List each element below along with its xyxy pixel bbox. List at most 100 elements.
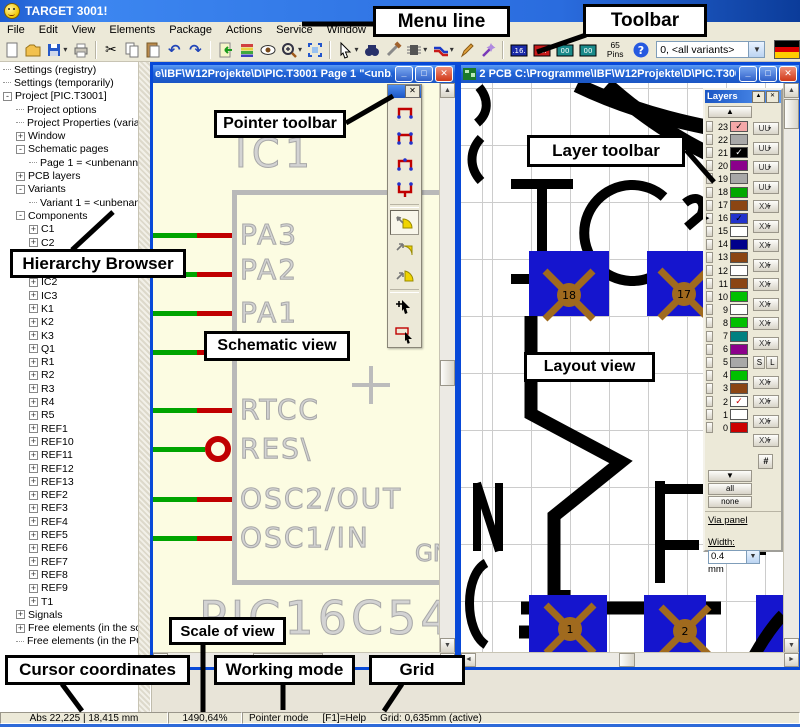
layer-handle[interactable]: [706, 343, 713, 355]
pcb-pad-2[interactable]: 2: [658, 604, 712, 653]
pcb-pad-1[interactable]: 1: [543, 602, 597, 653]
tree-expand-icon[interactable]: +: [29, 356, 38, 367]
pin-wire-select-3-button[interactable]: [390, 151, 419, 176]
tree-item[interactable]: +Window: [0, 129, 140, 142]
tree-item[interactable]: +REF11: [0, 449, 140, 462]
pcb-window-titlebar[interactable]: 2 PCB C:\Programme\IBF\W12Projekte\D\PIC…: [461, 65, 799, 83]
tree-expand-icon[interactable]: +: [29, 502, 38, 513]
layer-color-swatch[interactable]: [730, 304, 748, 316]
layer-row-13[interactable]: 13: [706, 251, 752, 264]
tree-item[interactable]: +REF7: [0, 555, 140, 568]
tree-item[interactable]: +R4: [0, 395, 140, 408]
layer-color-swatch[interactable]: ✓: [730, 147, 748, 159]
pcb-horizontal-scrollbar[interactable]: ◄ ►: [461, 652, 799, 667]
tree-item[interactable]: +IC3: [0, 289, 140, 302]
tree-collapse-icon[interactable]: -: [3, 91, 12, 101]
rotate-arc-3-button[interactable]: [390, 262, 419, 287]
tree-expand-icon[interactable]: +: [29, 369, 38, 380]
layers-close-icon[interactable]: ✕: [766, 90, 779, 103]
tree-item[interactable]: +REF9: [0, 582, 140, 595]
layer-visibility-xx-button[interactable]: XX▾: [752, 200, 779, 213]
layer-visibility-xx-button[interactable]: XX▾: [752, 258, 779, 272]
layer-handle[interactable]: [706, 173, 713, 185]
tree-item[interactable]: +R2: [0, 369, 140, 382]
layer-handle[interactable]: [706, 396, 713, 408]
find-binoculars-button[interactable]: [362, 39, 382, 61]
layer-row-23[interactable]: 23✓: [706, 120, 752, 133]
save-dropdown-arrow[interactable]: ▾: [63, 45, 68, 54]
tree-expand-icon[interactable]: +: [29, 476, 38, 487]
layer-s-button[interactable]: S: [753, 356, 766, 369]
tree-collapse-icon[interactable]: -: [16, 184, 25, 194]
layer-visibility-xx-button[interactable]: XX▾: [752, 317, 779, 330]
layer-color-swatch[interactable]: [730, 186, 748, 198]
scroll-up-icon[interactable]: ▲: [784, 83, 799, 98]
layer-handle[interactable]: [706, 317, 713, 329]
layer-visibility-uu-button[interactable]: UU▾: [752, 180, 779, 194]
layer-color-swatch[interactable]: [730, 382, 748, 394]
pin-wire-select-2-button[interactable]: [390, 125, 419, 150]
rotate-arc-2-button[interactable]: [390, 236, 419, 261]
tree-item[interactable]: +REF13: [0, 475, 140, 488]
layer-handle[interactable]: [706, 278, 713, 290]
tree-expand-icon[interactable]: +: [29, 489, 38, 500]
layer-color-swatch[interactable]: [730, 134, 748, 146]
variant-dropdown[interactable]: 0, <all variants> ▼: [656, 41, 766, 58]
tree-expand-icon[interactable]: +: [29, 582, 38, 593]
layers-scroll-down-button[interactable]: ▼: [708, 469, 752, 482]
hierarchy-tree-scrollbar[interactable]: [138, 62, 150, 712]
package-00-a-button[interactable]: 00: [554, 39, 576, 61]
layer-row-17[interactable]: 17: [706, 199, 752, 212]
layer-handle[interactable]: [706, 409, 713, 421]
view-eye-button[interactable]: [258, 39, 278, 61]
pcb-pad-18[interactable]: 18: [542, 268, 596, 322]
layer-handle[interactable]: [706, 265, 713, 277]
layer-row-1[interactable]: 1: [706, 408, 752, 421]
layer-row-21[interactable]: 21✓: [706, 146, 752, 159]
tree-expand-icon[interactable]: +: [29, 569, 38, 580]
tree-expand-icon[interactable]: +: [29, 409, 38, 420]
import-page-button[interactable]: [215, 39, 235, 61]
tree-item[interactable]: +R3: [0, 382, 140, 395]
draw-pen-button[interactable]: [457, 39, 477, 61]
tree-item[interactable]: +Free elements (in the schem: [0, 621, 140, 634]
layer-handle[interactable]: [706, 356, 713, 368]
tree-expand-icon[interactable]: +: [16, 170, 25, 181]
pcb-pad-17[interactable]: 17: [657, 267, 711, 321]
layer-handle[interactable]: [706, 330, 713, 342]
tree-item[interactable]: Project Properties (variables): [0, 116, 140, 129]
layer-color-swatch[interactable]: ✓: [730, 121, 748, 133]
layer-handle[interactable]: [706, 121, 713, 133]
pointer-toolbar-close-icon[interactable]: ✕: [405, 85, 420, 98]
package-2-button[interactable]: .2.: [531, 39, 553, 61]
cursor-select-button[interactable]: [390, 295, 419, 320]
layers-scroll-up-button[interactable]: ▲: [708, 106, 752, 118]
tree-item[interactable]: +REF3: [0, 502, 140, 515]
tree-expand-icon[interactable]: +: [29, 556, 38, 567]
layer-visibility-uu-button[interactable]: UU▾: [752, 122, 779, 135]
layer-handle[interactable]: [706, 251, 713, 263]
schematic-maximize-button[interactable]: □: [415, 66, 433, 82]
layer-row-8[interactable]: 8: [706, 316, 752, 329]
undo-button[interactable]: ↶: [168, 41, 181, 59]
schematic-window-titlebar[interactable]: e\IBF\W12Projekte\D\PIC.T3001 Page 1 "<u…: [153, 65, 455, 83]
tree-item[interactable]: +REF10: [0, 435, 140, 448]
layer-visibility-xx-button[interactable]: XX▾: [752, 434, 779, 447]
layers-none-button[interactable]: none: [708, 495, 752, 508]
menu-item-view[interactable]: View: [71, 24, 96, 36]
tree-item[interactable]: +REF1: [0, 422, 140, 435]
wizard-button[interactable]: [478, 39, 498, 61]
tree-expand-icon[interactable]: +: [29, 330, 38, 341]
tree-item[interactable]: +T1: [0, 595, 140, 608]
zoom-button[interactable]: [279, 39, 299, 61]
layer-color-swatch[interactable]: [730, 251, 748, 263]
tree-expand-icon[interactable]: +: [29, 303, 38, 314]
layer-row-6[interactable]: 6: [706, 343, 752, 356]
layer-row-2[interactable]: 2✓: [706, 395, 752, 408]
german-flag-icon[interactable]: [774, 40, 800, 59]
layers-stack-button[interactable]: [237, 39, 257, 61]
layer-visibility-uu-button[interactable]: UU▾: [752, 161, 779, 174]
layer-color-swatch[interactable]: [730, 291, 748, 303]
tree-item[interactable]: +REF4: [0, 515, 140, 528]
